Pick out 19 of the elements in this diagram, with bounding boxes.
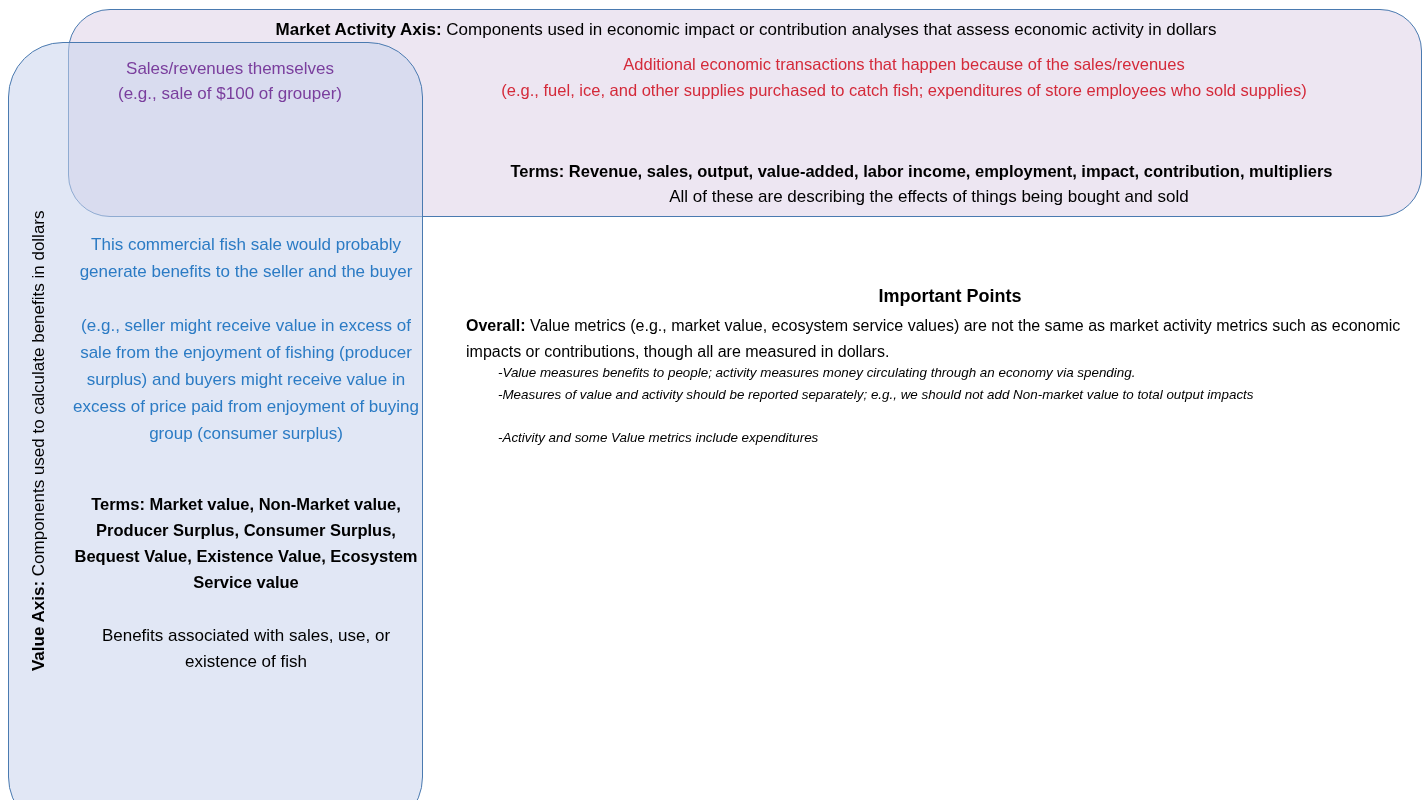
panel-heading: Market Activity Axis: Components used in economic impact or contribution analyses that assess economic activity in dollars (274, 19, 1218, 41)
panel-text: (e.g., seller might receive value in excess of sale from the enjoyment of fishing (producer surplus) and buyers might receive value in excess of price paid from enjoyment of buying group (consumer surplus) (72, 315, 420, 445)
overlap-text: Sales/revenues themselves (125, 59, 335, 79)
panel-text: All of these are describing the effects of things being bought and sold (668, 186, 1190, 208)
panel-text: This commercial fish sale would probably generate benefits to the seller and the buyer (78, 234, 414, 283)
value-axis-panel (8, 42, 423, 800)
section-title: Important Points (877, 286, 1023, 307)
note-text: -Measures of value and activity should be reported separately; e.g., we should not add Non-market value to total output impacts (497, 386, 1255, 404)
terms-text: Terms: Market value, Non-Market value, Producer Surplus, Consumer Surplus, Bequest Value, Existence Value, Ecosystem Service value (73, 494, 419, 593)
note-text: -Activity and some Value metrics include expenditures (497, 429, 820, 447)
panel-text: Benefits associated with sales, use, or existence of fish (100, 625, 392, 673)
note-text: -Value measures benefits to people; activity measures money circulating through an economy via spending. (497, 364, 1137, 382)
note-text: Overall: Value metrics (e.g., market value, ecosystem service values) are not the same as market activity metrics such as economic impacts or contributions, though all are measured in dollars. (466, 316, 1402, 362)
panel-heading: Value Axis: Components used to calculate benefits in dollars (28, 209, 50, 674)
terms-text: Terms: Revenue, sales, output, value-added, labor income, employment, impact, contribution, multipliers (509, 161, 1334, 182)
panel-text: (e.g., fuel, ice, and other supplies purchased to catch fish; expenditures of store employees who sold supplies) (500, 80, 1308, 101)
market-activity-panel (68, 9, 1422, 217)
overlap-text: (e.g., sale of $100 of grouper) (117, 84, 343, 104)
panel-text: Additional economic transactions that happen because of the sales/revenues (622, 54, 1186, 75)
